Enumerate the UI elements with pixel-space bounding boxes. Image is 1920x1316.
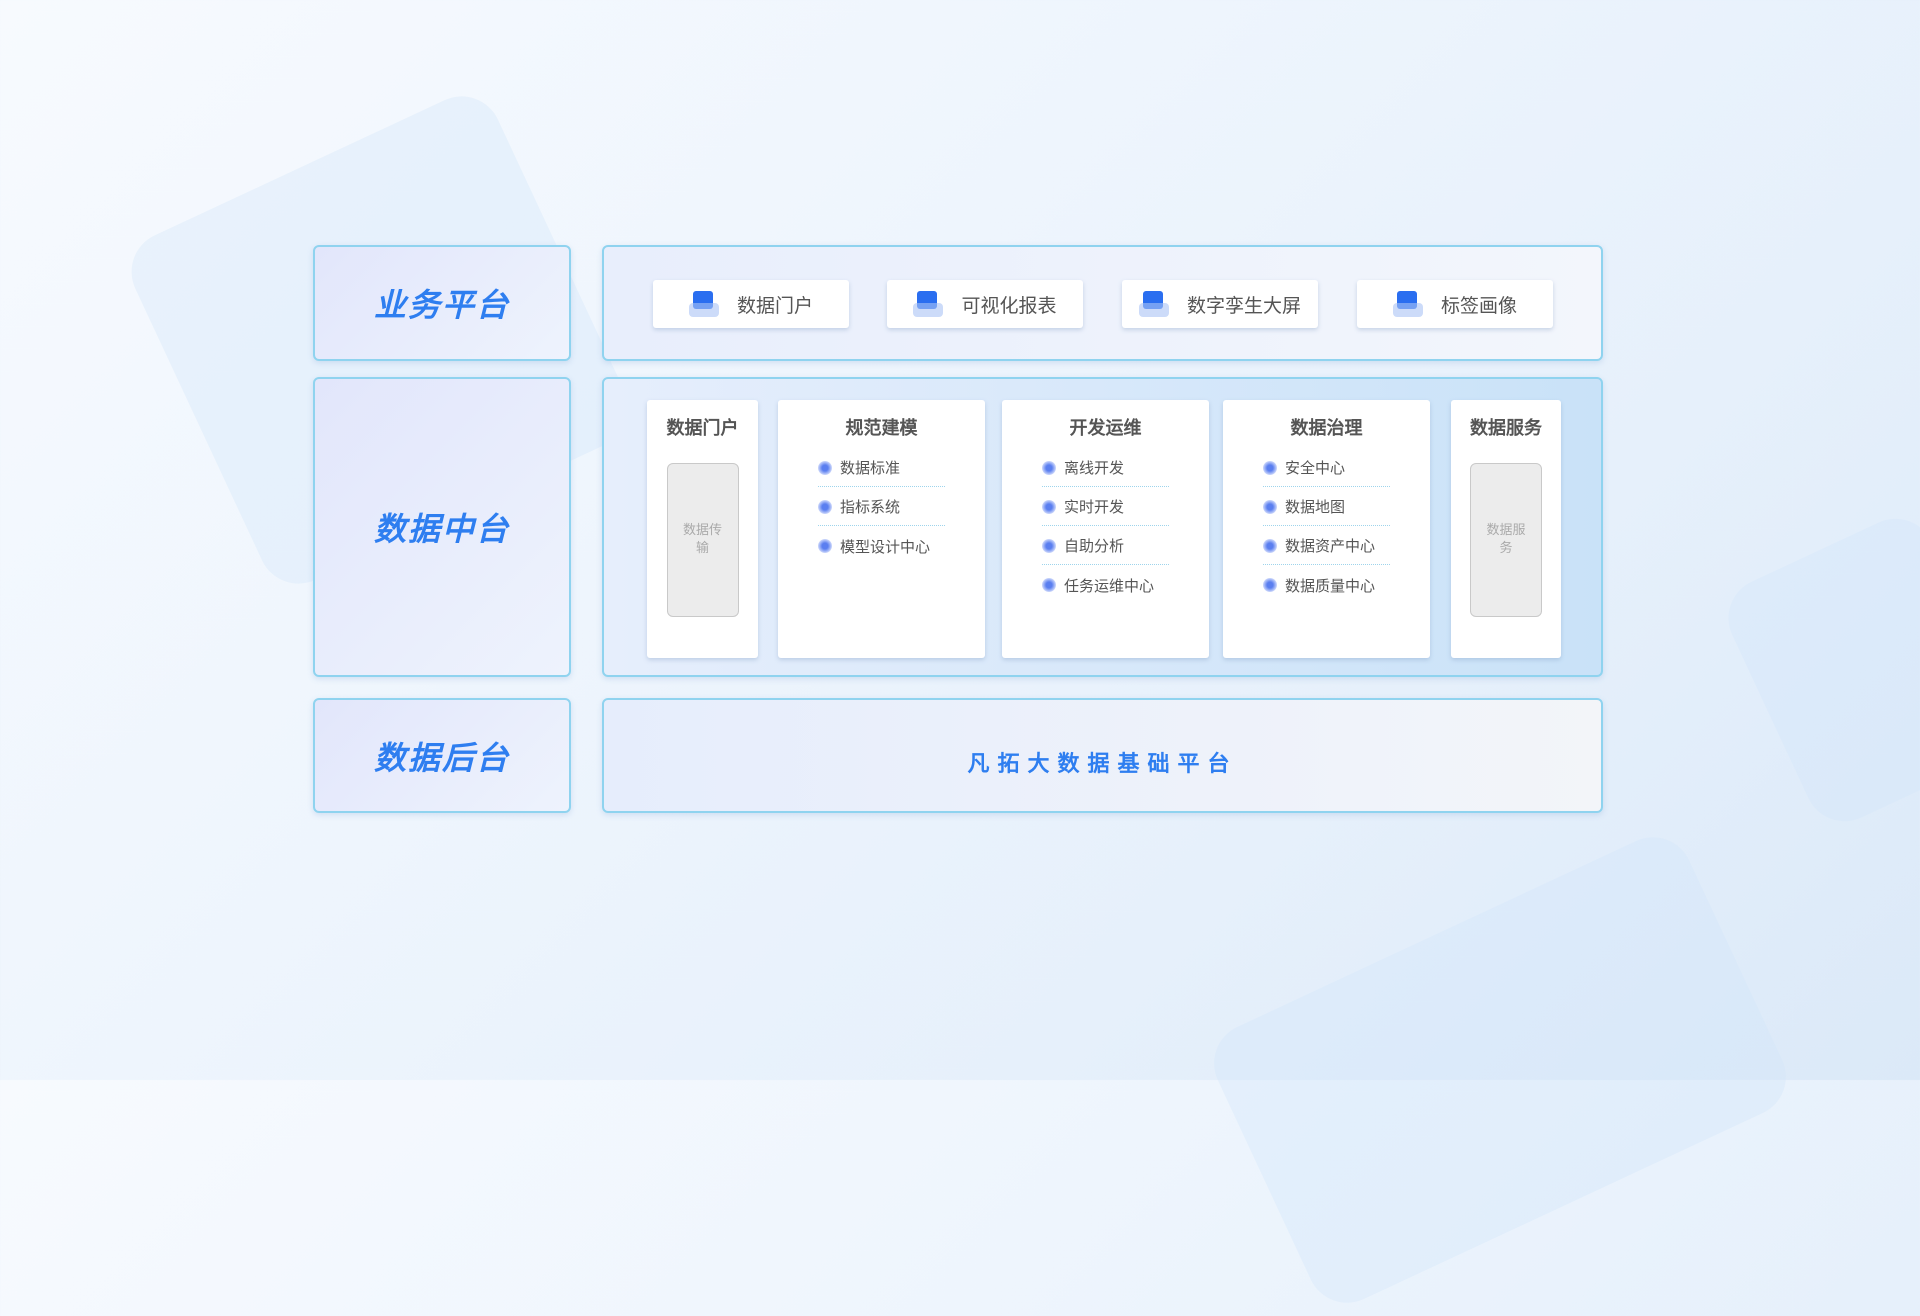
- column-title: 数据服务: [1470, 418, 1542, 439]
- layer-label-backend: 数据后台: [313, 698, 571, 813]
- bullet-icon: [818, 539, 832, 553]
- item-label: 指标系统: [840, 498, 901, 516]
- tag-icon: [1392, 289, 1423, 319]
- data-service-box[interactable]: 数据服务: [1470, 463, 1542, 617]
- list-item[interactable]: 数据资产中心: [1263, 527, 1390, 565]
- list-item[interactable]: 数据地图: [1263, 488, 1390, 526]
- item-label: 模型设计中心: [840, 537, 931, 556]
- bg-shape: [1200, 824, 1800, 1316]
- card-label: 标签画像: [1440, 294, 1517, 317]
- card-label: 数字孪生大屏: [1186, 294, 1301, 317]
- item-label: 数据地图: [1285, 498, 1346, 516]
- list-item[interactable]: 任务运维中心: [1042, 566, 1169, 604]
- business-card-visual-report[interactable]: 可视化报表: [887, 280, 1083, 328]
- list-item[interactable]: 离线开发: [1042, 449, 1169, 487]
- data-transfer-box[interactable]: 数据传输: [666, 463, 739, 617]
- chart-icon: [913, 289, 944, 319]
- business-card-tag-profile[interactable]: 标签画像: [1357, 280, 1553, 328]
- list-item[interactable]: 实时开发: [1042, 488, 1169, 526]
- column-title: 数据门户: [666, 418, 739, 439]
- item-label: 数据标准: [840, 459, 901, 477]
- bullet-icon: [1042, 499, 1056, 514]
- item-label: 安全中心: [1285, 459, 1346, 477]
- layer-label-business: 业务平台: [313, 245, 571, 361]
- item-label: 实时开发: [1064, 498, 1125, 516]
- list-item[interactable]: 安全中心: [1263, 449, 1390, 487]
- business-card-data-portal[interactable]: 数据门户: [653, 280, 849, 328]
- bullet-icon: [1263, 499, 1277, 514]
- item-label: 数据资产中心: [1285, 537, 1376, 555]
- list-item[interactable]: 数据标准: [818, 449, 945, 487]
- column-governance: 数据治理 安全中心 数据地图 数据资产中心 数据质量中心: [1223, 400, 1430, 658]
- column-title: 开发运维: [1069, 418, 1142, 439]
- layers-icon: [1138, 289, 1169, 319]
- item-label: 数据质量中心: [1285, 576, 1376, 595]
- card-label: 数据门户: [736, 294, 813, 317]
- list-item[interactable]: 指标系统: [818, 488, 945, 526]
- item-label: 自助分析: [1064, 537, 1125, 555]
- bullet-icon: [1263, 538, 1277, 553]
- card-label: 可视化报表: [961, 294, 1057, 317]
- bullet-icon: [818, 499, 832, 514]
- column-devops: 开发运维 离线开发 实时开发 自助分析 任务运维中心: [1002, 400, 1209, 658]
- column-data-service: 数据服务 数据服务: [1451, 400, 1561, 658]
- bg-shape: [1715, 505, 1920, 835]
- column-modeling: 规范建模 数据标准 指标系统 模型设计中心: [778, 400, 985, 658]
- list-item[interactable]: 数据质量中心: [1263, 566, 1390, 604]
- column-title: 数据治理: [1290, 418, 1363, 439]
- item-label: 任务运维中心: [1064, 576, 1155, 595]
- column-title: 规范建模: [845, 418, 918, 439]
- bullet-icon: [1042, 460, 1056, 475]
- layer-label-middle: 数据中台: [313, 377, 571, 677]
- bullet-icon: [1042, 578, 1056, 592]
- bullet-icon: [1263, 460, 1277, 475]
- column-data-portal: 数据门户 数据传输: [647, 400, 758, 658]
- list-item[interactable]: 模型设计中心: [818, 527, 945, 565]
- bullet-icon: [818, 460, 832, 475]
- business-card-digital-twin[interactable]: 数字孪生大屏: [1122, 280, 1318, 328]
- bullet-icon: [1263, 578, 1277, 592]
- list-item[interactable]: 自助分析: [1042, 527, 1169, 565]
- backend-platform: 凡拓大数据基础平台: [602, 698, 1603, 813]
- item-label: 离线开发: [1064, 459, 1125, 477]
- bullet-icon: [1042, 538, 1056, 553]
- document-icon: [688, 289, 719, 319]
